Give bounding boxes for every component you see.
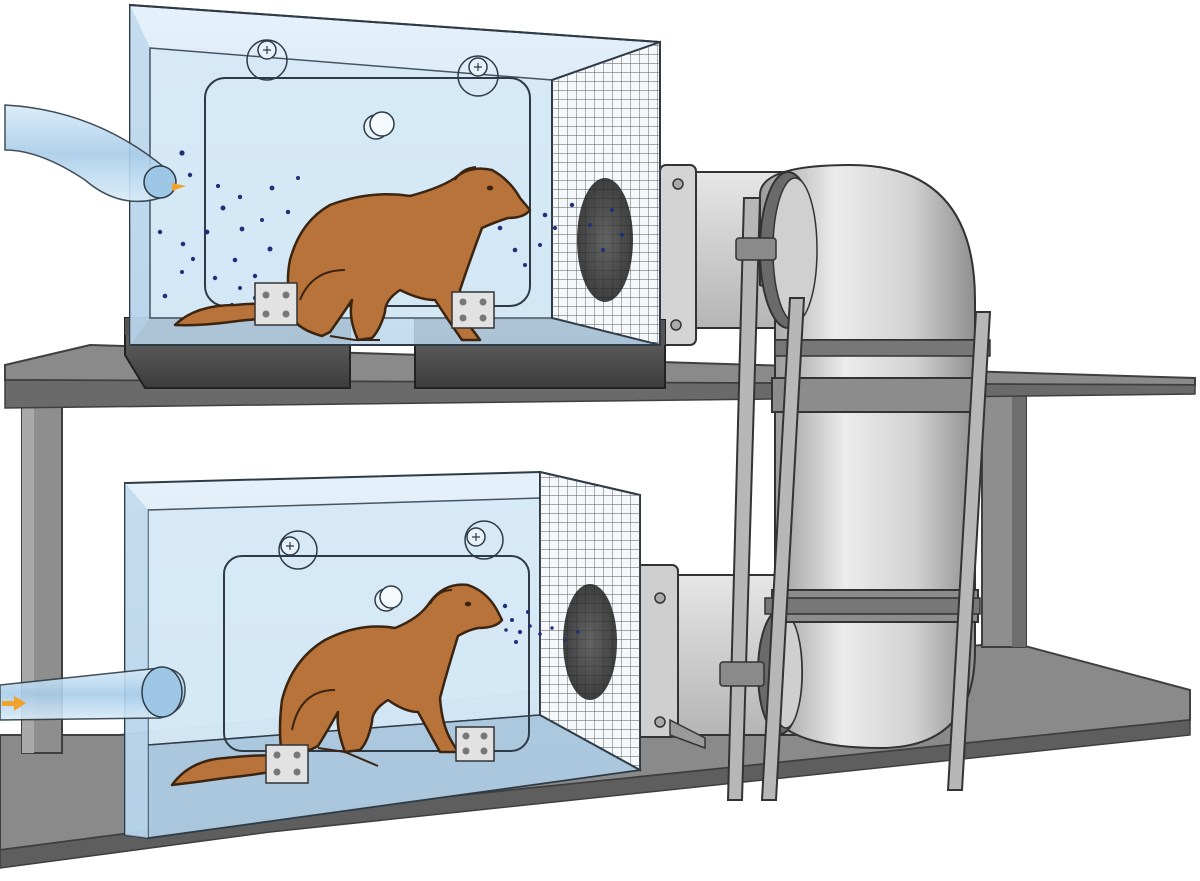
- hinge-plate-icon: [265, 744, 309, 784]
- screw-port-icon: [457, 55, 499, 97]
- lower-chamber: [0, 470, 643, 840]
- screw-port-icon: [278, 530, 318, 570]
- screw-port-icon: [246, 39, 288, 81]
- airflow-arrow-icon: [2, 696, 26, 711]
- screw-port-icon: [464, 520, 504, 560]
- aerosol-droplets: [502, 603, 580, 644]
- hinge-plate-icon: [455, 726, 495, 762]
- screw-port-icon: [654, 592, 666, 604]
- screw-port-icon: [670, 319, 682, 331]
- ferret-icon: [173, 166, 532, 342]
- screw-port-icon: [672, 178, 684, 190]
- airflow-arrow-icon: [172, 183, 186, 191]
- ferret-icon: [170, 583, 504, 787]
- screw-port-icon: [654, 716, 666, 728]
- hinge-plate-icon: [254, 282, 298, 326]
- fan-icon: [577, 178, 633, 302]
- support-rods: [719, 197, 992, 801]
- fan-icon: [563, 584, 617, 700]
- upper-chamber: [4, 3, 666, 389]
- aerosol-droplets: [157, 150, 625, 308]
- hinge-plate-icon: [451, 291, 495, 329]
